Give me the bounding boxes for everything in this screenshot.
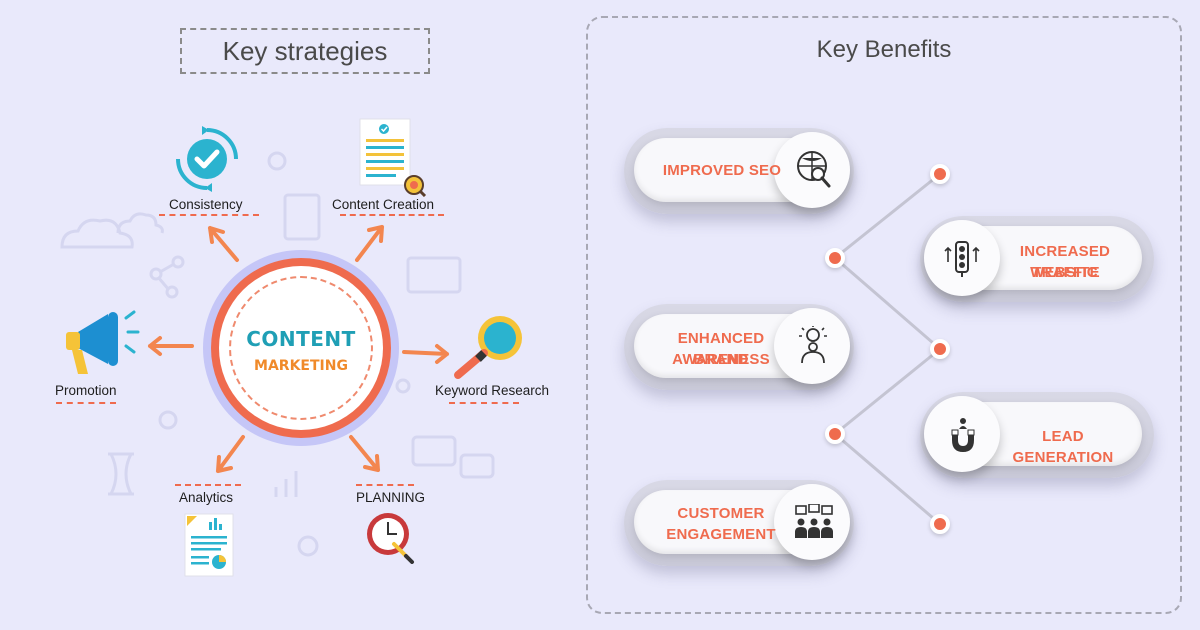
benefit-label-brand-awareness-line1: ENHANCED BRAND (677, 330, 765, 368)
benefit-icon-disc (774, 308, 850, 384)
check-cycle-icon (176, 126, 238, 192)
clock-icon (367, 513, 414, 564)
strategy-underline (159, 214, 259, 216)
strategy-label-keyword-research: Keyword Research (435, 383, 550, 398)
strategy-underline (56, 402, 116, 404)
benefit-label-lead-generation: LEAD GENERATION (1012, 428, 1114, 466)
key-benefits-panel (586, 16, 1182, 614)
connector-dot (825, 248, 845, 268)
benefit-label-customer-engagement-line2: ENGAGEMENT (666, 526, 776, 543)
arrow-content-creation (355, 225, 384, 262)
arrow-keyword (402, 344, 449, 364)
benefit-label-increased-traffic-line1: INCREASED WEBSITE (1019, 243, 1111, 281)
strategy-label-analytics: Analytics (179, 490, 234, 505)
connector-dot (930, 514, 950, 534)
arrow-consistency (208, 226, 239, 262)
connector-dot (930, 339, 950, 359)
connector-dot (930, 164, 950, 184)
strategy-label-consistency: Consistency (169, 197, 243, 212)
key-benefits-title: Key Benefits (816, 36, 952, 63)
strategy-label-content-creation: Content Creation (332, 197, 435, 212)
benefit-label-improved-seo: IMPROVED SEO (662, 162, 782, 179)
arrow-promotion (148, 336, 194, 356)
strategy-label-promotion: Promotion (55, 383, 117, 398)
analytics-report-icon (184, 513, 234, 577)
key-strategies-title: Key strategies (180, 28, 430, 74)
magnet-icon (951, 418, 975, 452)
strategy-underline (449, 402, 519, 404)
benefit-label-brand-awareness-line2: AWARENESS (672, 351, 770, 368)
benefit-label-customer-engagement-line1: CUSTOMER (677, 505, 765, 522)
strategy-underline (340, 214, 444, 216)
document-icon (359, 118, 427, 197)
connector-dot (825, 424, 845, 444)
people-chat-icon (795, 504, 833, 538)
idea-person-icon (799, 326, 827, 364)
magnifier-icon (454, 316, 522, 379)
strategy-label-planning: PLANNING (356, 490, 426, 505)
arrow-analytics (216, 435, 245, 473)
benefit-label-increased-traffic-line2: TRAFFIC (1032, 264, 1098, 281)
benefit-icon-disc (924, 396, 1000, 472)
center-circle-dashed (229, 276, 373, 420)
center-title-line2: MARKETING (254, 358, 348, 374)
megaphone-icon (66, 310, 140, 374)
seo-search-icon (797, 151, 831, 188)
strategy-underline (175, 484, 241, 486)
background-decoration (60, 151, 495, 557)
center-title-line1: CONTENT (246, 327, 356, 351)
strategy-underline (356, 484, 414, 486)
strategy-arrows (148, 225, 449, 473)
arrow-planning (349, 435, 380, 472)
traffic-light-icon (944, 241, 980, 277)
